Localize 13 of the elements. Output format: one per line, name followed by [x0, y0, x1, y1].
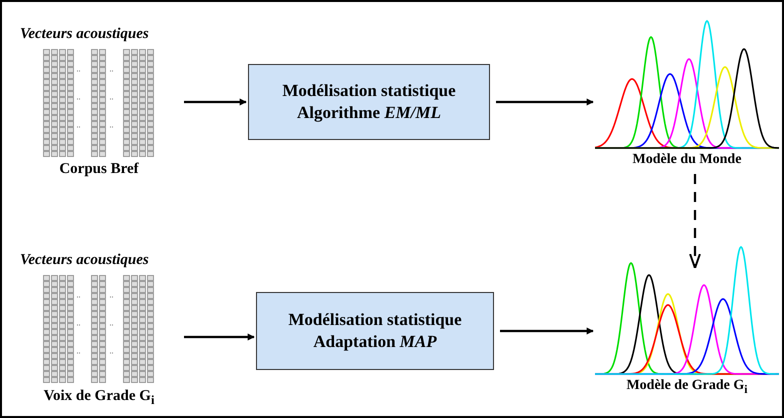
arrow: [184, 98, 247, 106]
arrow: [184, 334, 255, 340]
corpus-caption: Voix de Grade G$_{i}$: [44, 388, 154, 408]
arrow: [689, 174, 701, 269]
input-title: Vecteurs acoustiques: [20, 252, 149, 269]
arrow: [496, 98, 594, 106]
model-label: Modèle de Grade G$_{i}$: [626, 378, 748, 396]
process-box: Modélisation statistique Adaptation MAP: [256, 292, 494, 370]
process-box: Modélisation statistique Algorithme EM/ML: [248, 64, 490, 140]
corpus-caption: Corpus Bref: [59, 161, 139, 178]
arrow: [500, 328, 594, 334]
model-label: Modèle du Monde: [632, 152, 742, 168]
input-title: Vecteurs acoustiques: [20, 26, 149, 43]
